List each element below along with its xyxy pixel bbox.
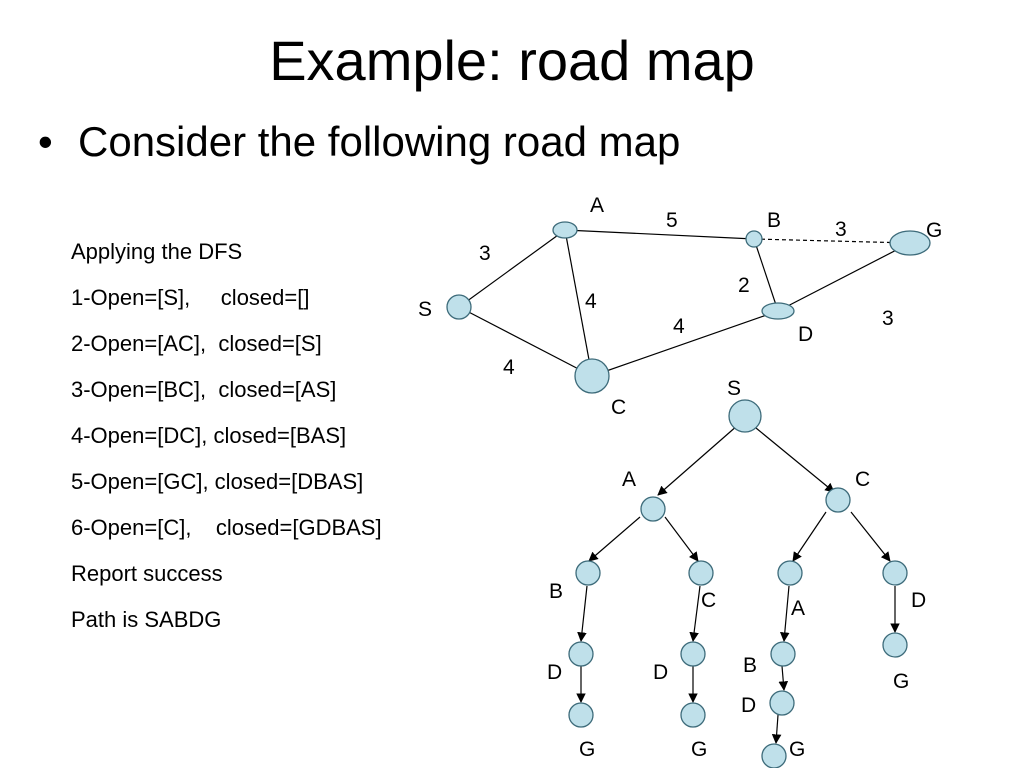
tree-node-a xyxy=(777,560,803,586)
tree-node-a xyxy=(640,496,666,522)
tree-label: B xyxy=(549,580,563,603)
tree-node-d xyxy=(769,690,795,716)
node-label: S xyxy=(418,298,432,321)
tree-node-c xyxy=(688,560,714,586)
tree-label: D xyxy=(911,589,926,612)
tree-edge xyxy=(792,511,827,562)
node-label: B xyxy=(767,209,781,232)
tree-label: A xyxy=(791,597,805,620)
tree-node-b xyxy=(770,641,796,667)
edge-weight: 5 xyxy=(666,209,678,232)
tree-node-s xyxy=(728,399,762,433)
edge-d-g xyxy=(777,242,911,312)
edge-c-d xyxy=(591,310,779,377)
tree-label: G xyxy=(893,670,909,693)
step-line: Path is SABDG xyxy=(71,607,222,632)
tree-label: B xyxy=(743,654,757,677)
step-line: 1-Open=[S], closed=[] xyxy=(71,285,310,310)
tree-node-g xyxy=(761,743,787,768)
step-line: Report success xyxy=(71,561,223,586)
tree-node-g xyxy=(568,702,594,728)
graph-node-d xyxy=(761,302,795,320)
tree-label: G xyxy=(691,738,707,761)
tree-label: A xyxy=(622,468,636,491)
node-label: G xyxy=(926,219,942,242)
edge-weight: 3 xyxy=(835,218,847,241)
tree-label: D xyxy=(741,694,756,717)
tree-edge xyxy=(780,585,790,642)
tree-label: D xyxy=(653,661,668,684)
graph-node-s xyxy=(446,294,472,320)
edge-a-b xyxy=(564,229,755,240)
edge-a-c xyxy=(564,229,593,377)
tree-edge xyxy=(689,585,701,642)
edge-weight: 3 xyxy=(882,307,894,330)
tree-node-g xyxy=(882,632,908,658)
edge-weight: 4 xyxy=(503,356,515,379)
edge-b-g xyxy=(753,238,911,244)
bullet-icon: • xyxy=(38,118,53,165)
tree-label: G xyxy=(579,738,595,761)
step-line: 5-Open=[GC], closed=[DBAS] xyxy=(71,469,364,494)
tree-label: G xyxy=(789,738,805,761)
bullet-text: Consider the following road map xyxy=(78,118,681,165)
edge-s-c xyxy=(458,306,593,377)
tree-edge xyxy=(755,427,835,493)
slide-title: Example: road map xyxy=(269,29,755,92)
graph-node-c xyxy=(574,358,610,394)
step-line: 2-Open=[AC], closed=[S] xyxy=(71,331,322,356)
graph-node-b xyxy=(745,230,763,248)
edge-weight: 4 xyxy=(585,290,597,313)
graph-node-g xyxy=(889,230,931,256)
tree-node-g xyxy=(680,702,706,728)
step-line: 6-Open=[C], closed=[GDBAS] xyxy=(71,515,382,540)
step-line: Applying the DFS xyxy=(71,239,243,264)
tree-node-d xyxy=(680,641,706,667)
tree-label: C xyxy=(855,468,870,491)
tree-label: S xyxy=(727,377,741,400)
tree-edge xyxy=(588,516,641,562)
road-map-graph: A B G S D C 5 3 3 2 4 4 3 4 xyxy=(418,194,942,419)
tree-node-d xyxy=(568,641,594,667)
tree-edge xyxy=(577,585,588,642)
edge-weight: 4 xyxy=(673,315,685,338)
tree-edge xyxy=(778,665,789,691)
edge-weight: 2 xyxy=(738,274,750,297)
search-tree: S A C B C A D B D D D G G G G xyxy=(547,377,926,768)
tree-edge xyxy=(850,511,891,562)
tree-node-d xyxy=(882,560,908,586)
tree-label: C xyxy=(701,589,716,612)
tree-label: D xyxy=(547,661,562,684)
edge-b-d xyxy=(753,238,779,312)
node-label: A xyxy=(590,194,604,217)
step-line: 3-Open=[BC], closed=[AS] xyxy=(71,377,337,402)
step-line: 4-Open=[DC], closed=[BAS] xyxy=(71,423,347,448)
tree-node-b xyxy=(575,560,601,586)
tree-node-c xyxy=(825,487,851,513)
bullet-point: • Consider the following road map xyxy=(38,118,680,166)
tree-edge xyxy=(664,516,699,562)
tree-edge xyxy=(771,714,782,744)
tree-edge xyxy=(657,424,739,496)
edge-s-a xyxy=(458,229,566,308)
dfs-steps: Applying the DFS 1-Open=[S], closed=[] 2… xyxy=(71,236,382,650)
graph-node-a xyxy=(552,221,578,239)
node-label: C xyxy=(611,396,626,419)
node-label: D xyxy=(798,323,813,346)
edge-weight: 3 xyxy=(479,242,491,265)
